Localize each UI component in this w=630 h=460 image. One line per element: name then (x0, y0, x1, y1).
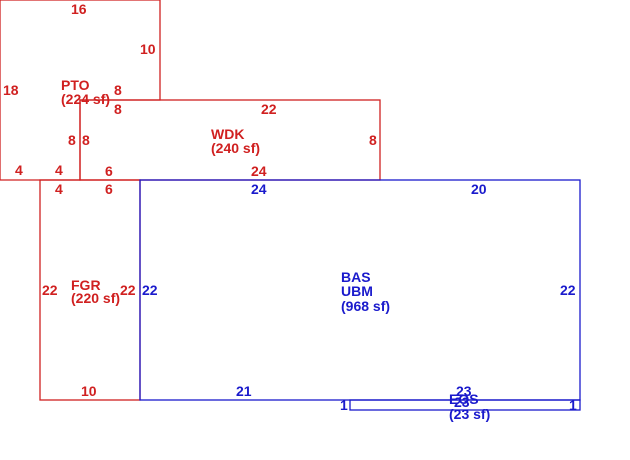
dim-eos-bottom: 23 (454, 394, 470, 410)
dim-bas-right: 22 (560, 282, 576, 298)
pto-area: (224 sf) (61, 91, 110, 107)
dim-eos-top: 23 (456, 383, 472, 399)
dim-wdk-bottom: 24 (251, 163, 267, 179)
dim-fgr-top-right: 6 (105, 181, 113, 197)
dim-pto-bottom-right: 4 (55, 162, 63, 178)
dim-wdk-top: 22 (261, 101, 277, 117)
wdk-code: WDK (211, 126, 244, 142)
wdk-area: (240 sf) (211, 140, 260, 156)
dim-fgr-top-left: 4 (55, 181, 63, 197)
dim-bas-top-left: 24 (251, 181, 267, 197)
dim-fgr-bottom: 10 (81, 383, 97, 399)
dim-pto-inner: 8 (68, 132, 76, 148)
dim-bas-top-right: 20 (471, 181, 487, 197)
dim-pto-step: 8 (114, 101, 122, 117)
dim-pto-right-lower: 8 (114, 82, 122, 98)
dim-pto-bottom-left: 4 (15, 162, 23, 178)
dim-step-top: 6 (105, 163, 113, 179)
dim-pto-right: 10 (140, 41, 156, 57)
dim-bas-bottom: 21 (236, 383, 252, 399)
dim-pto-left: 18 (3, 82, 19, 98)
eos-area: (23 sf) (449, 406, 490, 422)
dim-fgr-right: 22 (120, 282, 136, 298)
bas-subcode: UBM (341, 283, 373, 299)
pto-code: PTO (61, 77, 90, 93)
dim-pto-top: 16 (71, 1, 87, 17)
dim-fgr-left: 22 (42, 282, 58, 298)
dim-eos-right: 1 (569, 397, 577, 413)
bas-area: (968 sf) (341, 298, 390, 314)
dim-wdk-left: 8 (82, 132, 90, 148)
dim-eos-left: 1 (340, 397, 348, 413)
dim-wdk-right: 8 (369, 132, 377, 148)
fgr-area: (220 sf) (71, 290, 120, 306)
bas-code: BAS (341, 269, 371, 285)
eos-code: EOS (449, 391, 479, 407)
fgr-code: FGR (71, 277, 101, 293)
dim-bas-left: 22 (142, 282, 158, 298)
eos-outline (349, 399, 581, 411)
